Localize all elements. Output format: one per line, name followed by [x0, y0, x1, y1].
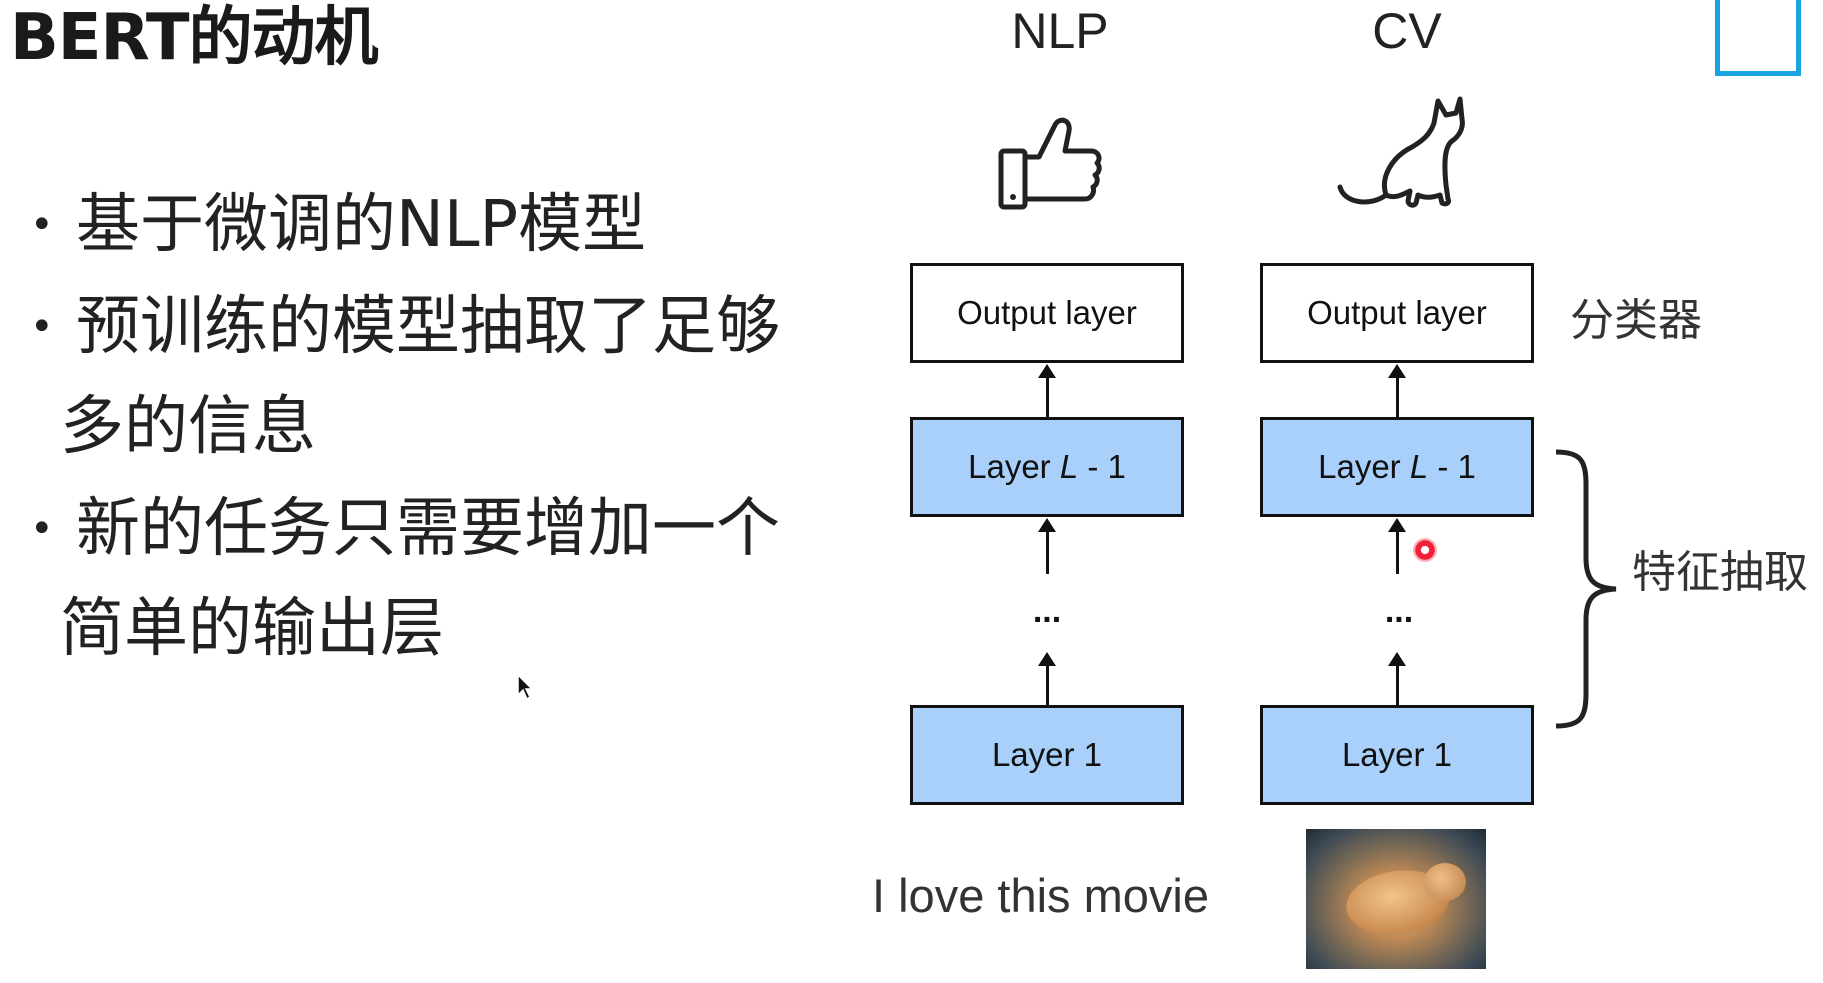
bullet-list: • 基于微调的NLP模型 • 预训练的模型抽取了足够 多的信息 • 新的任务只需… — [30, 175, 810, 679]
bullet-dot-icon: • — [30, 506, 54, 552]
bullet-item: • 基于微调的NLP模型 — [30, 175, 810, 275]
layer-variable: L — [1409, 448, 1429, 485]
nlp-output-layer: Output layer — [910, 263, 1184, 363]
layer-label: Layer — [968, 448, 1060, 485]
bullet-text: 新的任务只需要增加一个 — [76, 492, 780, 566]
layer-variable: L — [1059, 448, 1079, 485]
nlp-header: NLP — [1011, 3, 1109, 59]
mouse-cursor-icon — [517, 673, 534, 701]
bullet-text-continued: 多的信息 — [60, 390, 316, 464]
cat-photo — [1306, 829, 1486, 969]
feature-extraction-brace — [1555, 449, 1617, 729]
bullet-item: • 预训练的模型抽取了足够 多的信息 — [30, 277, 810, 477]
feature-extraction-label: 特征抽取 — [1632, 547, 1808, 598]
thumbs-up-icon — [998, 117, 1102, 210]
bullet-text-continued: 简单的输出层 — [60, 592, 444, 666]
nlp-ellipsis: ... — [1032, 592, 1062, 630]
classifier-label: 分类器 — [1570, 295, 1702, 346]
cv-arrow-mid-top — [1388, 518, 1406, 574]
cv-arrow-mid-bottom — [1388, 652, 1406, 705]
cv-output-layer: Output layer — [1260, 263, 1534, 363]
layer-label: Layer — [1318, 448, 1410, 485]
bullet-dot-icon: • — [30, 304, 54, 350]
nlp-input-sentence: I love this movie — [872, 869, 1209, 922]
layer-suffix: - 1 — [1078, 448, 1126, 485]
pointer-marker — [1413, 538, 1437, 562]
cv-layer-l-minus-1: Layer L - 1 — [1260, 417, 1534, 517]
bullet-dot-icon: • — [30, 202, 54, 248]
cat-icon — [1337, 96, 1465, 208]
cv-layer-1: Layer 1 — [1260, 705, 1534, 805]
nlp-arrow-output — [1038, 364, 1056, 417]
bullet-text: 基于微调的NLP模型 — [76, 188, 647, 262]
nlp-layer-l-minus-1: Layer L - 1 — [910, 417, 1184, 517]
cv-ellipsis: ... — [1384, 592, 1414, 630]
nlp-layer-1: Layer 1 — [910, 705, 1184, 805]
nlp-arrow-mid-top — [1038, 518, 1056, 574]
bullet-text: 预训练的模型抽取了足够 — [76, 290, 780, 364]
cv-arrow-output — [1388, 364, 1406, 417]
slide-title: BERT的动机 — [10, 1, 379, 75]
logo-icon — [1715, 0, 1801, 76]
bullet-item: • 新的任务只需要增加一个 简单的输出层 — [30, 479, 810, 679]
cv-header: CV — [1372, 3, 1442, 59]
nlp-arrow-mid-bottom — [1038, 652, 1056, 705]
cat-photo-head — [1424, 863, 1466, 901]
layer-suffix: - 1 — [1428, 448, 1476, 485]
